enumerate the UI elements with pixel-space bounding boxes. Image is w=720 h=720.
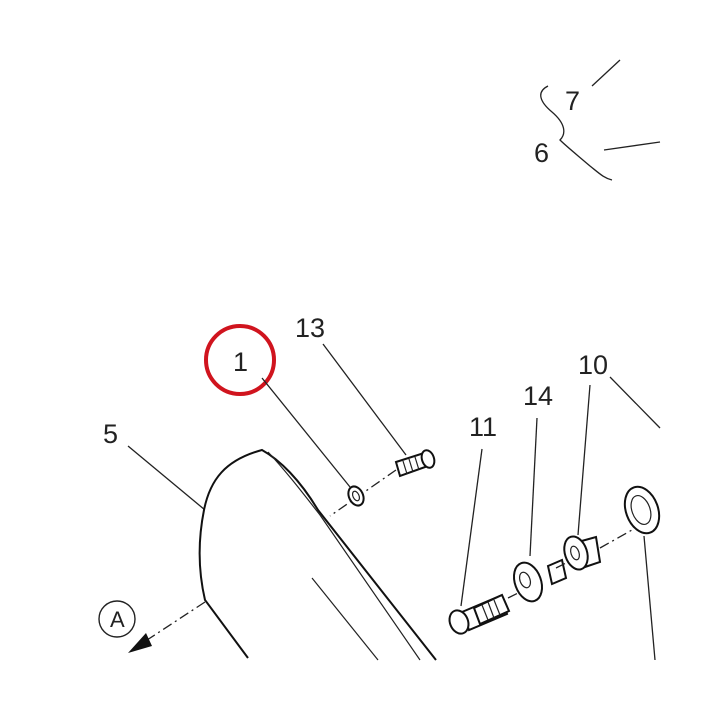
- callout-13: 13: [295, 313, 325, 343]
- leader-11: [460, 448, 483, 607]
- small-washer: [347, 485, 365, 507]
- leader-7: [591, 59, 621, 87]
- callout-1: 1: [233, 347, 248, 377]
- bolt: [448, 593, 511, 635]
- housing-cover-inner-edge: [267, 451, 421, 661]
- axis-line-10: [599, 529, 633, 549]
- leader-14: [529, 417, 538, 557]
- callout-10: 10: [578, 350, 608, 380]
- callout-5-group: 5: [103, 419, 437, 661]
- callout-14-group: 14: [512, 381, 573, 603]
- leader-13: [322, 343, 407, 456]
- callout-6: 6: [534, 138, 549, 168]
- housing-cover-rib: [311, 577, 379, 661]
- callout-11: 11: [469, 412, 497, 442]
- leader-10: [577, 384, 591, 536]
- view-a-arrowhead: [128, 633, 152, 653]
- callout-11-group: 11: [448, 412, 521, 635]
- brace: [540, 85, 613, 181]
- leader-5: [127, 445, 206, 511]
- view-a-circle: [98, 600, 136, 638]
- callout-5: 5: [103, 419, 118, 449]
- leader-6: [603, 141, 661, 151]
- callout-14: 14: [523, 381, 553, 411]
- callout-group-6-7: 7 6: [534, 59, 661, 181]
- housing-cover: [198, 448, 437, 661]
- leader-10-right: [609, 376, 661, 429]
- small-screw: [394, 449, 436, 478]
- spacer-washer: [512, 558, 568, 603]
- bushing: [623, 485, 661, 661]
- highlight-circle: [204, 324, 276, 396]
- leader-bushing: [643, 535, 656, 661]
- leader-1: [261, 377, 351, 488]
- view-a-label: A: [110, 607, 125, 632]
- callout-13-group: 13: [295, 313, 436, 517]
- callout-7: 7: [565, 86, 580, 116]
- axis-line-11: [507, 591, 521, 599]
- washer-10: [563, 535, 602, 571]
- callout-1-group: 1: [204, 324, 351, 488]
- view-a-arrow-line: [143, 601, 206, 643]
- callout-10-group: 10: [563, 350, 661, 571]
- view-a-indicator: A: [98, 600, 206, 653]
